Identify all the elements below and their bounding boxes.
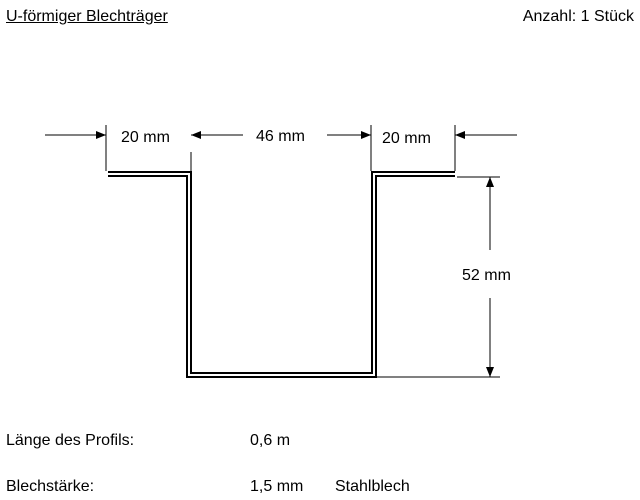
material-value: Stahlblech (335, 478, 410, 495)
thickness-value: 1,5 mm (250, 478, 304, 495)
length-label: Länge des Profils: (6, 432, 135, 449)
extension-lines (105, 125, 500, 378)
quantity-label: Anzahl: 1 Stück (522, 8, 634, 25)
drawing-title: U-förmiger Blechträger (6, 8, 168, 25)
thickness-label: Blechstärke: (6, 478, 95, 495)
length-value: 0,6 m (250, 432, 291, 449)
dim-left-flange: 20 mm (121, 129, 170, 146)
dim-web-width: 46 mm (256, 128, 305, 145)
dimension-arrows (45, 131, 517, 377)
dim-height: 52 mm (462, 267, 511, 284)
dim-right-flange: 20 mm (382, 130, 431, 147)
u-profile (108, 171, 455, 378)
